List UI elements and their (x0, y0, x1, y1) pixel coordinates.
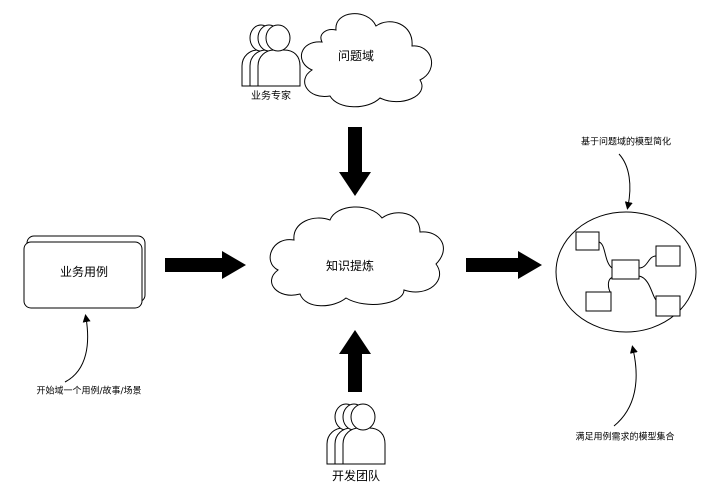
model-box (585, 291, 612, 312)
use-cases-box (23, 235, 146, 309)
model-collection-note: 满足用例需求的模型集合 (575, 432, 675, 443)
dev-team-label: 开发团队 (331, 469, 381, 483)
model-simplify-note: 基于问题域的模型简化 (580, 137, 672, 148)
arrow-up-to-knowledge (339, 330, 371, 392)
model-box (575, 231, 600, 251)
arrow-right-to-model (466, 251, 542, 279)
dev-team-people-icon (326, 403, 386, 465)
arrow-down-to-knowledge (339, 127, 371, 196)
use-cases-label: 业务用例 (59, 265, 109, 279)
knowledge-refine-cloud (269, 206, 444, 307)
start-domain-annotation-line (64, 314, 91, 383)
model-simplify-annotation-line (618, 153, 633, 210)
model-box (655, 245, 681, 267)
model-box (655, 295, 681, 317)
knowledge-refine-label: 知识提炼 (325, 259, 375, 273)
model-collection-annotation-line (613, 345, 638, 427)
model-box (611, 259, 640, 280)
business-expert-label: 业务专家 (251, 91, 291, 102)
business-expert-people-icon (241, 24, 301, 87)
problem-domain-cloud (301, 13, 432, 108)
start-domain-note: 开始域一个用例/故事/场景 (36, 386, 142, 397)
arrow-right-to-knowledge (165, 251, 246, 279)
problem-domain-label: 问题域 (337, 49, 375, 63)
